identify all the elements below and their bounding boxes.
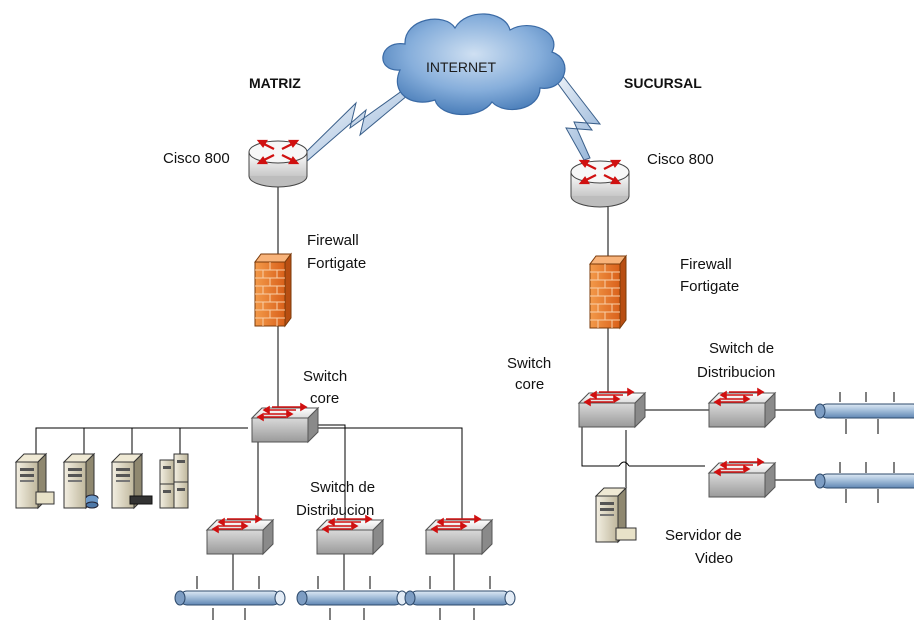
router-label-sucursal: Cisco 800 [647, 151, 714, 168]
database-server-icon [63, 453, 99, 509]
bus-segment-icon [814, 403, 914, 419]
router-icon [569, 159, 631, 209]
switch-icon [425, 515, 493, 555]
servidor-label-2: Video [695, 550, 733, 567]
switch-icon [708, 388, 776, 428]
bus-segment-icon [174, 590, 286, 606]
internet-label: INTERNET [426, 59, 496, 75]
firewall-label-matriz-2: Fortigate [307, 255, 366, 272]
firewall-label-sucursal-1: Firewall [680, 256, 732, 273]
switch-icon [251, 403, 319, 443]
firewall-label-matriz-1: Firewall [307, 232, 359, 249]
firewall-icon [254, 253, 292, 327]
switch-core-label-matriz-2: core [310, 390, 339, 407]
internet-cloud-icon: INTERNET [382, 13, 566, 116]
site-title-matriz: MATRIZ [249, 75, 301, 91]
workstation-server-icon [111, 453, 153, 509]
connection-lines [35, 185, 895, 620]
switch-core-label-sucursal-1: Switch [507, 355, 551, 372]
router-icon [247, 139, 309, 189]
bus-segment-icon [296, 590, 408, 606]
bus-segment-icon [404, 590, 516, 606]
switch-core-label-matriz-1: Switch [303, 368, 347, 385]
server-stack-icon [159, 453, 189, 509]
servidor-label-1: Servidor de [665, 527, 742, 544]
switch-distribucion-label-sucursal-1: Switch de [709, 340, 774, 357]
switch-icon [708, 458, 776, 498]
switch-core-label-sucursal-2: core [515, 376, 544, 393]
firewall-icon [589, 255, 627, 329]
server-icon [15, 453, 55, 509]
firewall-label-sucursal-2: Fortigate [680, 278, 739, 295]
site-title-sucursal: SUCURSAL [624, 75, 702, 91]
switch-distribucion-label-matriz-2: Distribucion [296, 502, 374, 519]
router-label-matriz: Cisco 800 [163, 150, 230, 167]
switch-distribucion-label-matriz-1: Switch de [310, 479, 375, 496]
switch-icon [578, 388, 646, 428]
switch-icon [316, 515, 384, 555]
bus-segment-icon [814, 473, 914, 489]
switch-icon [206, 515, 274, 555]
switch-distribucion-label-sucursal-2: Distribucion [697, 364, 775, 381]
video-server-icon [595, 487, 637, 543]
